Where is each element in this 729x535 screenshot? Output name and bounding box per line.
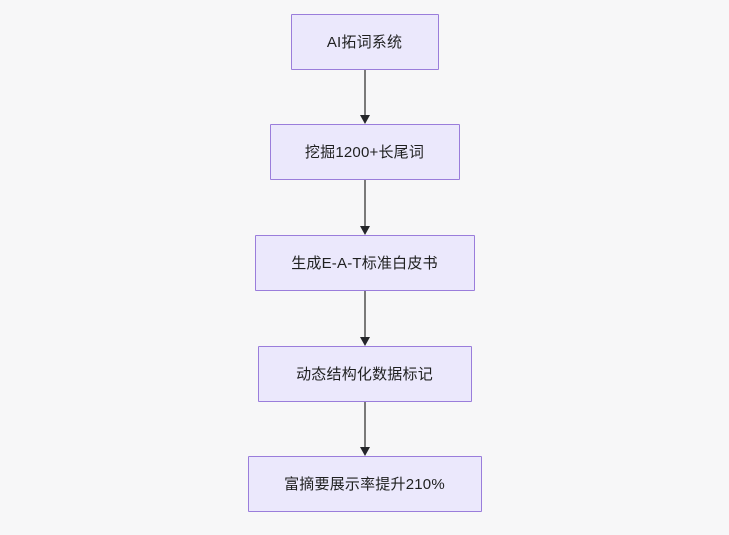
flow-node-generate-eat-whitepaper[interactable]: 生成E-A-T标准白皮书 [254, 235, 475, 291]
connector-line [363, 291, 366, 338]
flow-node-dynamic-structured-data-markup[interactable]: 动态结构化数据标记 [257, 346, 472, 402]
arrow-down-icon [359, 226, 370, 235]
connector-line [363, 180, 366, 227]
flow-node-ai-keyword-system[interactable]: AI拓词系统 [290, 14, 439, 70]
flow-connector-1 [358, 70, 372, 124]
flow-connector-4 [358, 402, 372, 456]
flow-connector-2 [358, 180, 372, 235]
flow-node-label: 动态结构化数据标记 [296, 365, 433, 383]
flow-connector-3 [358, 291, 372, 346]
flowchart-node-column: AI拓词系统 挖掘1200+长尾词 生成E-A-T标准白皮书 动态结构化数据标记 [247, 0, 482, 512]
flow-node-label: 富摘要展示率提升210% [284, 475, 445, 493]
top-spacer [364, 0, 365, 14]
connector-line [363, 70, 366, 116]
flow-node-mine-longtail-keywords[interactable]: 挖掘1200+长尾词 [269, 124, 460, 180]
flow-node-label: 挖掘1200+长尾词 [304, 143, 425, 161]
flow-node-label: 生成E-A-T标准白皮书 [291, 254, 438, 272]
arrow-down-icon [359, 337, 370, 346]
connector-line [363, 402, 366, 448]
flow-node-label: AI拓词系统 [326, 33, 403, 51]
arrow-down-icon [359, 447, 370, 456]
flow-node-rich-snippet-impression-lift[interactable]: 富摘要展示率提升210% [247, 456, 482, 512]
arrow-down-icon [359, 115, 370, 124]
